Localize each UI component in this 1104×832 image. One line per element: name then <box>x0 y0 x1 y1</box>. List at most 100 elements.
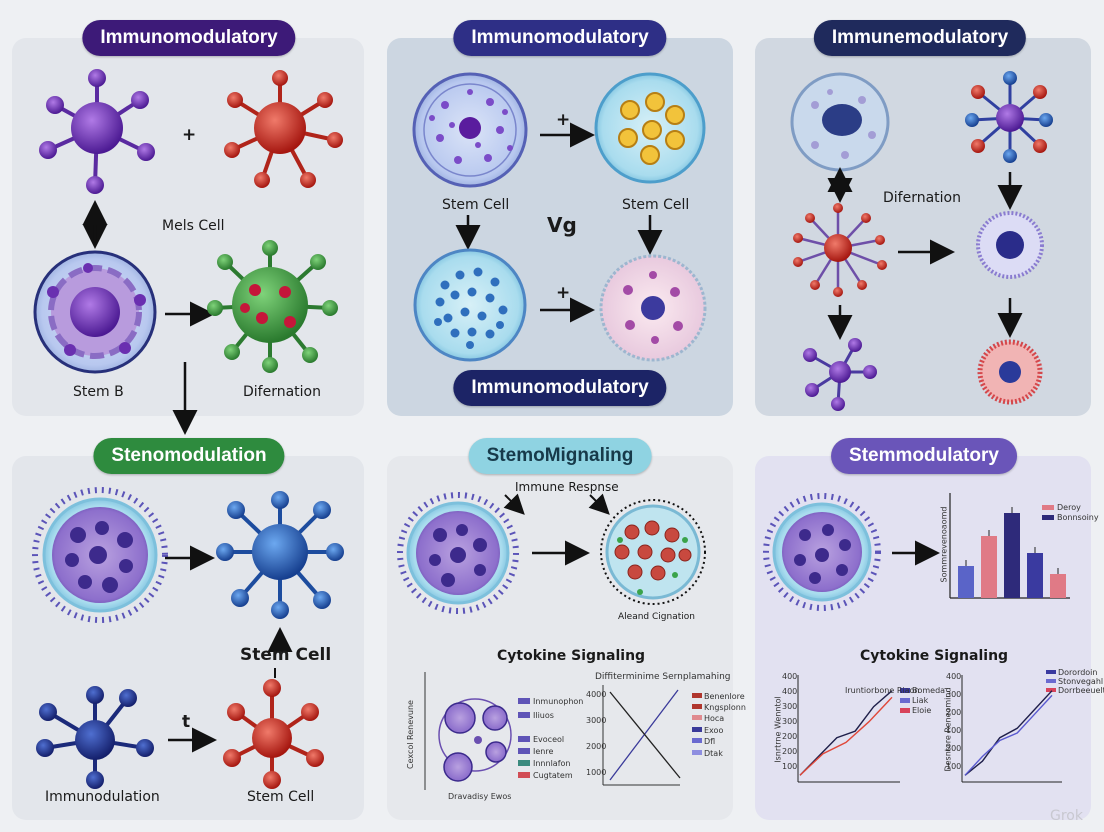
altered-cell <box>600 499 706 605</box>
title-pill-1: Immunomodulatory <box>82 20 296 56</box>
line-chart-1-series-1 <box>799 690 893 776</box>
label-immunodulation: Immunodulation <box>45 789 160 805</box>
mini-left-legend-1: Inmunophon <box>533 697 584 706</box>
label-immune-response: Immune Respnse <box>515 480 619 494</box>
red-molecule <box>224 70 343 188</box>
network-mini-chart <box>424 672 530 790</box>
bar-legend-2: Bonnsoiny <box>1057 513 1099 522</box>
stem-cell-pink-nucleus <box>599 254 707 362</box>
spiky-red-cell <box>793 203 887 297</box>
label-cytokine-signaling-2: Cytokine Signaling <box>860 648 1009 664</box>
mini-right-legend-5: Dfl <box>704 737 716 746</box>
mini-right-legend-1: Benenlore <box>704 692 745 701</box>
stem-cell-blue-dots <box>413 248 527 362</box>
label-stem-cell-right: Stem Cell <box>622 197 690 213</box>
title-pill-4: Stenomodulation <box>93 438 285 474</box>
stem-b-cell <box>33 250 157 374</box>
line1-ytick-7: 100 <box>782 762 798 771</box>
purple-hairy-cell-3 <box>763 493 881 611</box>
watermark: Grok <box>1050 808 1083 824</box>
label-t: t <box>182 712 191 732</box>
label-stem-cell-left: Stem Cell <box>442 197 510 213</box>
line2-ytick-1: 400 <box>946 672 962 681</box>
mini-right-legend-4: Exoo <box>704 726 724 735</box>
label-cytokine-signaling-1: Cytokine Signaling <box>497 648 646 664</box>
title-pill-3: Immunemodulatory <box>813 20 1027 56</box>
mini-left-legend-2: Iliuos <box>533 711 554 720</box>
label-altered-signation: Aleand Cignation <box>618 612 695 622</box>
navy-molecule <box>36 686 154 789</box>
bar-2 <box>981 536 997 598</box>
label-stem-b: Stem B <box>73 384 124 400</box>
mini-left-legend-4: Ienre <box>533 747 554 756</box>
purple-molecule <box>39 69 155 194</box>
fringed-blue-cell <box>976 211 1044 279</box>
bar-1 <box>958 566 974 598</box>
label-mels-cell: Mels Cell <box>162 218 225 234</box>
bar-4 <box>1027 553 1043 598</box>
bar-legend <box>1042 505 1054 520</box>
large-textured-cell <box>790 72 890 172</box>
line1-ytick-1: 400 <box>782 672 798 681</box>
label-stem-cell-p4: Stem Cell <box>240 645 332 665</box>
red-molecule-2 <box>223 679 324 789</box>
line1-title: Iruntiorbone Riaon <box>845 686 920 695</box>
mini-left-legend-5: Innnlafon <box>533 759 571 768</box>
x-line-mini-chart <box>602 685 702 786</box>
line-chart-1-series-2 <box>799 696 893 776</box>
line1-ytick-4: 300 <box>782 717 798 726</box>
label-difernation-2: Difernation <box>883 190 961 206</box>
spiky-pink-cell <box>977 339 1043 405</box>
mini-right-ytick-3: 2000 <box>586 742 607 751</box>
line2-ytick-2: 300 <box>946 690 962 699</box>
purple-red-molecule <box>965 71 1053 163</box>
line1-legend-3: Eloie <box>912 706 932 715</box>
mini-left-legend-3: Evoceol <box>533 735 565 744</box>
bar-chart <box>949 493 1070 599</box>
label-vg: Vg <box>547 213 577 237</box>
line-chart-2 <box>961 670 1062 783</box>
purple-hairy-cell-1 <box>32 487 168 623</box>
mini-left-legend-6: Cugtatem <box>533 771 573 780</box>
line-chart-1 <box>797 675 910 783</box>
stem-cell-gold-granules <box>594 72 706 184</box>
line2-ytick-3: 200 <box>946 708 962 717</box>
bottom-title-pill-2: Immunomodulatory <box>453 370 667 406</box>
line2-legend-3: Dorrbeeuelt <box>1058 686 1104 695</box>
bar-legend-1: Deroy <box>1057 503 1081 512</box>
line2-legend-2: Stonvegahl <box>1058 677 1104 686</box>
plus-sign-bottom: + <box>556 283 571 303</box>
title-pill-2: Immunomodulatory <box>453 20 667 56</box>
mini-right-ytick-2: 3000 <box>586 716 607 725</box>
plus-sign-top: + <box>556 110 571 130</box>
line1-legend-1: Bomeda <box>912 686 946 695</box>
mini-left-ylabel: Cexcol Renevune <box>405 700 415 769</box>
blue-molecule <box>216 491 344 619</box>
bar-3 <box>1004 513 1020 598</box>
purple-hairy-cell-2 <box>397 492 519 614</box>
line-chart-2-series-1 <box>964 690 1053 776</box>
mini-right-legend-2: Kngsplonn <box>704 703 746 712</box>
line1-legend-2: Liak <box>912 696 929 705</box>
mini-right-ytick-4: 1000 <box>586 768 607 777</box>
plus-sign: + <box>182 125 197 145</box>
line2-ytick-6: 100 <box>946 762 962 771</box>
line2-ytick-5: 200 <box>946 744 962 753</box>
green-virus <box>207 240 338 373</box>
label-stem-cell-bottom: Stem Cell <box>247 789 315 805</box>
line1-ytick-6: 200 <box>782 747 798 756</box>
line2-legend-1: Dorordoin <box>1058 668 1098 677</box>
bar-ylabel: Sommrevenoaomd <box>939 506 949 583</box>
label-difernation-1: Difernation <box>243 384 321 400</box>
line1-ytick-5: 200 <box>782 732 798 741</box>
small-purple-molecule <box>803 338 877 411</box>
mini-right-legend-3: Hoca <box>704 714 725 723</box>
mini-right-legend-6: Dtak <box>704 749 723 758</box>
line1-ytick-3: 300 <box>782 702 798 711</box>
x-line-series-1 <box>609 689 679 781</box>
title-pill-6: Stemmodulatory <box>831 438 1017 474</box>
mini-right-title: Diffiterminime Sernplamahing <box>595 672 731 682</box>
x-line-series-2 <box>609 691 681 779</box>
stem-cell-purple-dots <box>412 72 528 188</box>
